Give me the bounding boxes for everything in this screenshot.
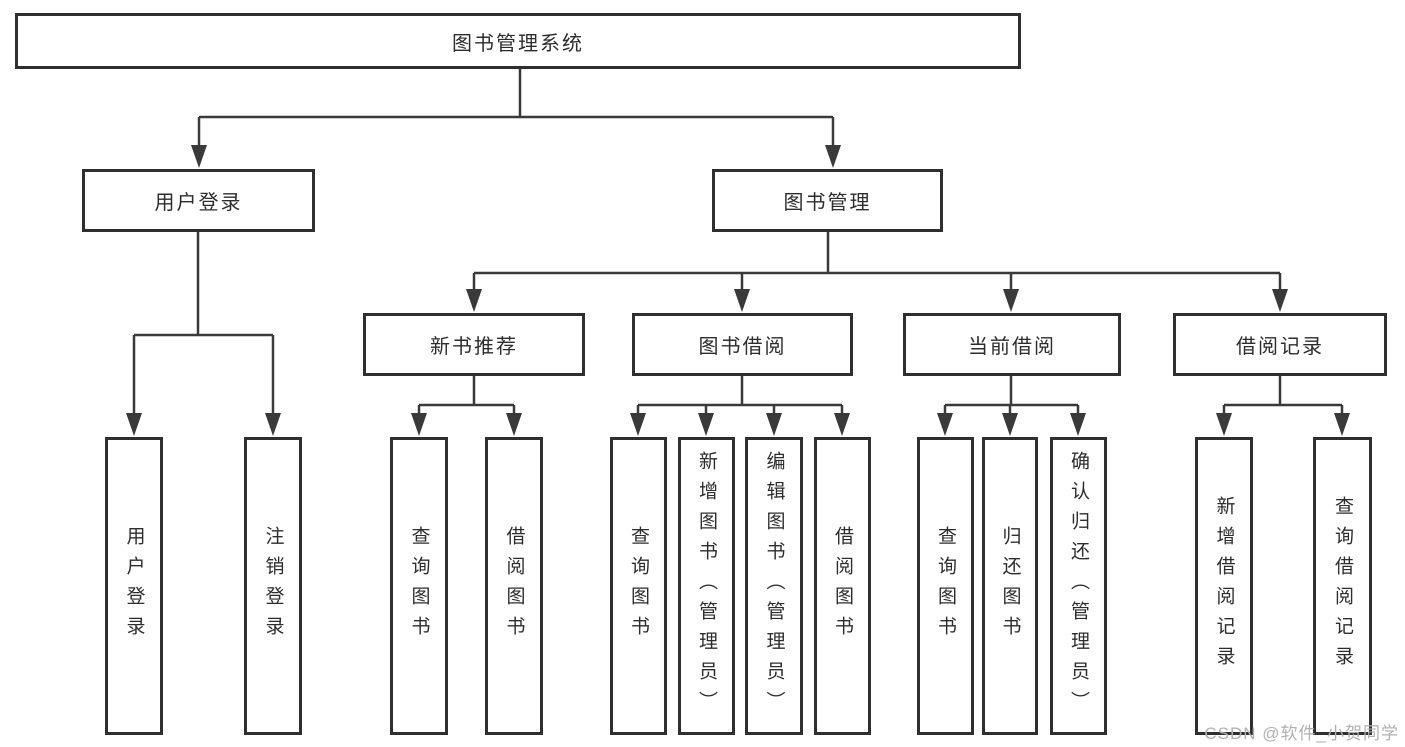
csdn-watermark: CSDN @软件_小贺同学: [1204, 724, 1399, 743]
arrow-icon: [698, 413, 714, 436]
node-label: 归还图书: [999, 526, 1021, 646]
node-label: 查询图书: [628, 526, 649, 646]
arrow-icon: [1334, 413, 1350, 436]
arrow-icon: [766, 413, 782, 436]
node-label: 新增图书（管理员）: [696, 451, 717, 721]
node-label: 查询图书: [408, 526, 430, 646]
node-label: 借阅记录: [1236, 336, 1324, 358]
leaf-logout: 注销登录: [244, 437, 302, 735]
node-book-borrow: 图书借阅: [632, 313, 853, 376]
leaf-rec-borrow-book: 借阅图书: [485, 437, 543, 735]
arrow-icon: [1003, 289, 1019, 312]
node-label: 注销登录: [262, 526, 284, 646]
arrow-icon: [1272, 289, 1288, 312]
node-label: 新增借阅记录: [1213, 496, 1235, 676]
connector-current-borrow-children: [943, 376, 1080, 415]
node-label: 图书管理: [783, 192, 872, 214]
node-label: 图书借阅: [698, 336, 787, 358]
arrow-icon: [1070, 413, 1086, 436]
arrow-icon: [734, 289, 750, 312]
connector-user-login-children: [132, 232, 275, 415]
connector-root-to-level1: [197, 69, 835, 147]
node-current-borrow: 当前借阅: [903, 313, 1121, 376]
arrow-icon: [1002, 413, 1018, 436]
node-new-book-recommend: 新书推荐: [363, 313, 585, 376]
node-label: 查询借阅记录: [1332, 496, 1353, 676]
leaf-current-return-book: 归还图书: [982, 437, 1038, 735]
arrow-icon: [825, 145, 841, 168]
arrow-icon: [937, 413, 953, 436]
connector-book-borrow-children: [636, 376, 844, 415]
arrow-icon: [265, 413, 281, 436]
leaf-borrow-borrow-book: 借阅图书: [814, 437, 871, 735]
node-label: 编辑图书（管理员）: [763, 451, 785, 721]
node-label: 当前借阅: [968, 336, 1056, 358]
arrow-icon: [834, 413, 850, 436]
leaf-record-add: 新增借阅记录: [1195, 437, 1253, 735]
node-label: 新书推荐: [430, 336, 518, 358]
arrow-icon: [411, 413, 427, 436]
node-label: 借阅图书: [832, 526, 853, 646]
node-label: 图书管理系统: [452, 32, 584, 55]
arrow-icon: [630, 413, 646, 436]
leaf-borrow-add-book-admin: 新增图书（管理员）: [678, 437, 735, 735]
connector-new-book-children: [417, 376, 516, 415]
node-borrow-records: 借阅记录: [1173, 313, 1387, 376]
leaf-current-query-book: 查询图书: [917, 437, 974, 735]
node-book-management: 图书管理: [712, 169, 943, 232]
leaf-borrow-edit-book-admin: 编辑图书（管理员）: [745, 437, 803, 735]
connector-borrow-record-children: [1222, 376, 1344, 415]
leaf-record-query: 查询借阅记录: [1313, 437, 1372, 735]
arrow-icon: [506, 413, 522, 436]
connector-book-mgmt-children: [472, 232, 1282, 291]
arrow-icon: [1216, 413, 1232, 436]
leaf-borrow-query-book: 查询图书: [610, 437, 667, 735]
node-label: 用户登录: [154, 192, 243, 214]
node-label: 借阅图书: [503, 526, 525, 646]
arrow-icon: [191, 145, 207, 168]
node-label: 查询图书: [935, 526, 956, 646]
node-label: 确认归还（管理员）: [1068, 451, 1089, 721]
arrow-icon: [126, 413, 142, 436]
leaf-current-confirm-return-admin: 确认归还（管理员）: [1050, 437, 1107, 735]
node-user-login: 用户登录: [82, 169, 315, 232]
leaf-user-login: 用户登录: [105, 437, 163, 735]
leaf-rec-query-book: 查询图书: [390, 437, 448, 735]
arrow-icon: [466, 289, 482, 312]
node-root-library-system: 图书管理系统: [15, 13, 1021, 69]
node-label: 用户登录: [123, 526, 145, 646]
